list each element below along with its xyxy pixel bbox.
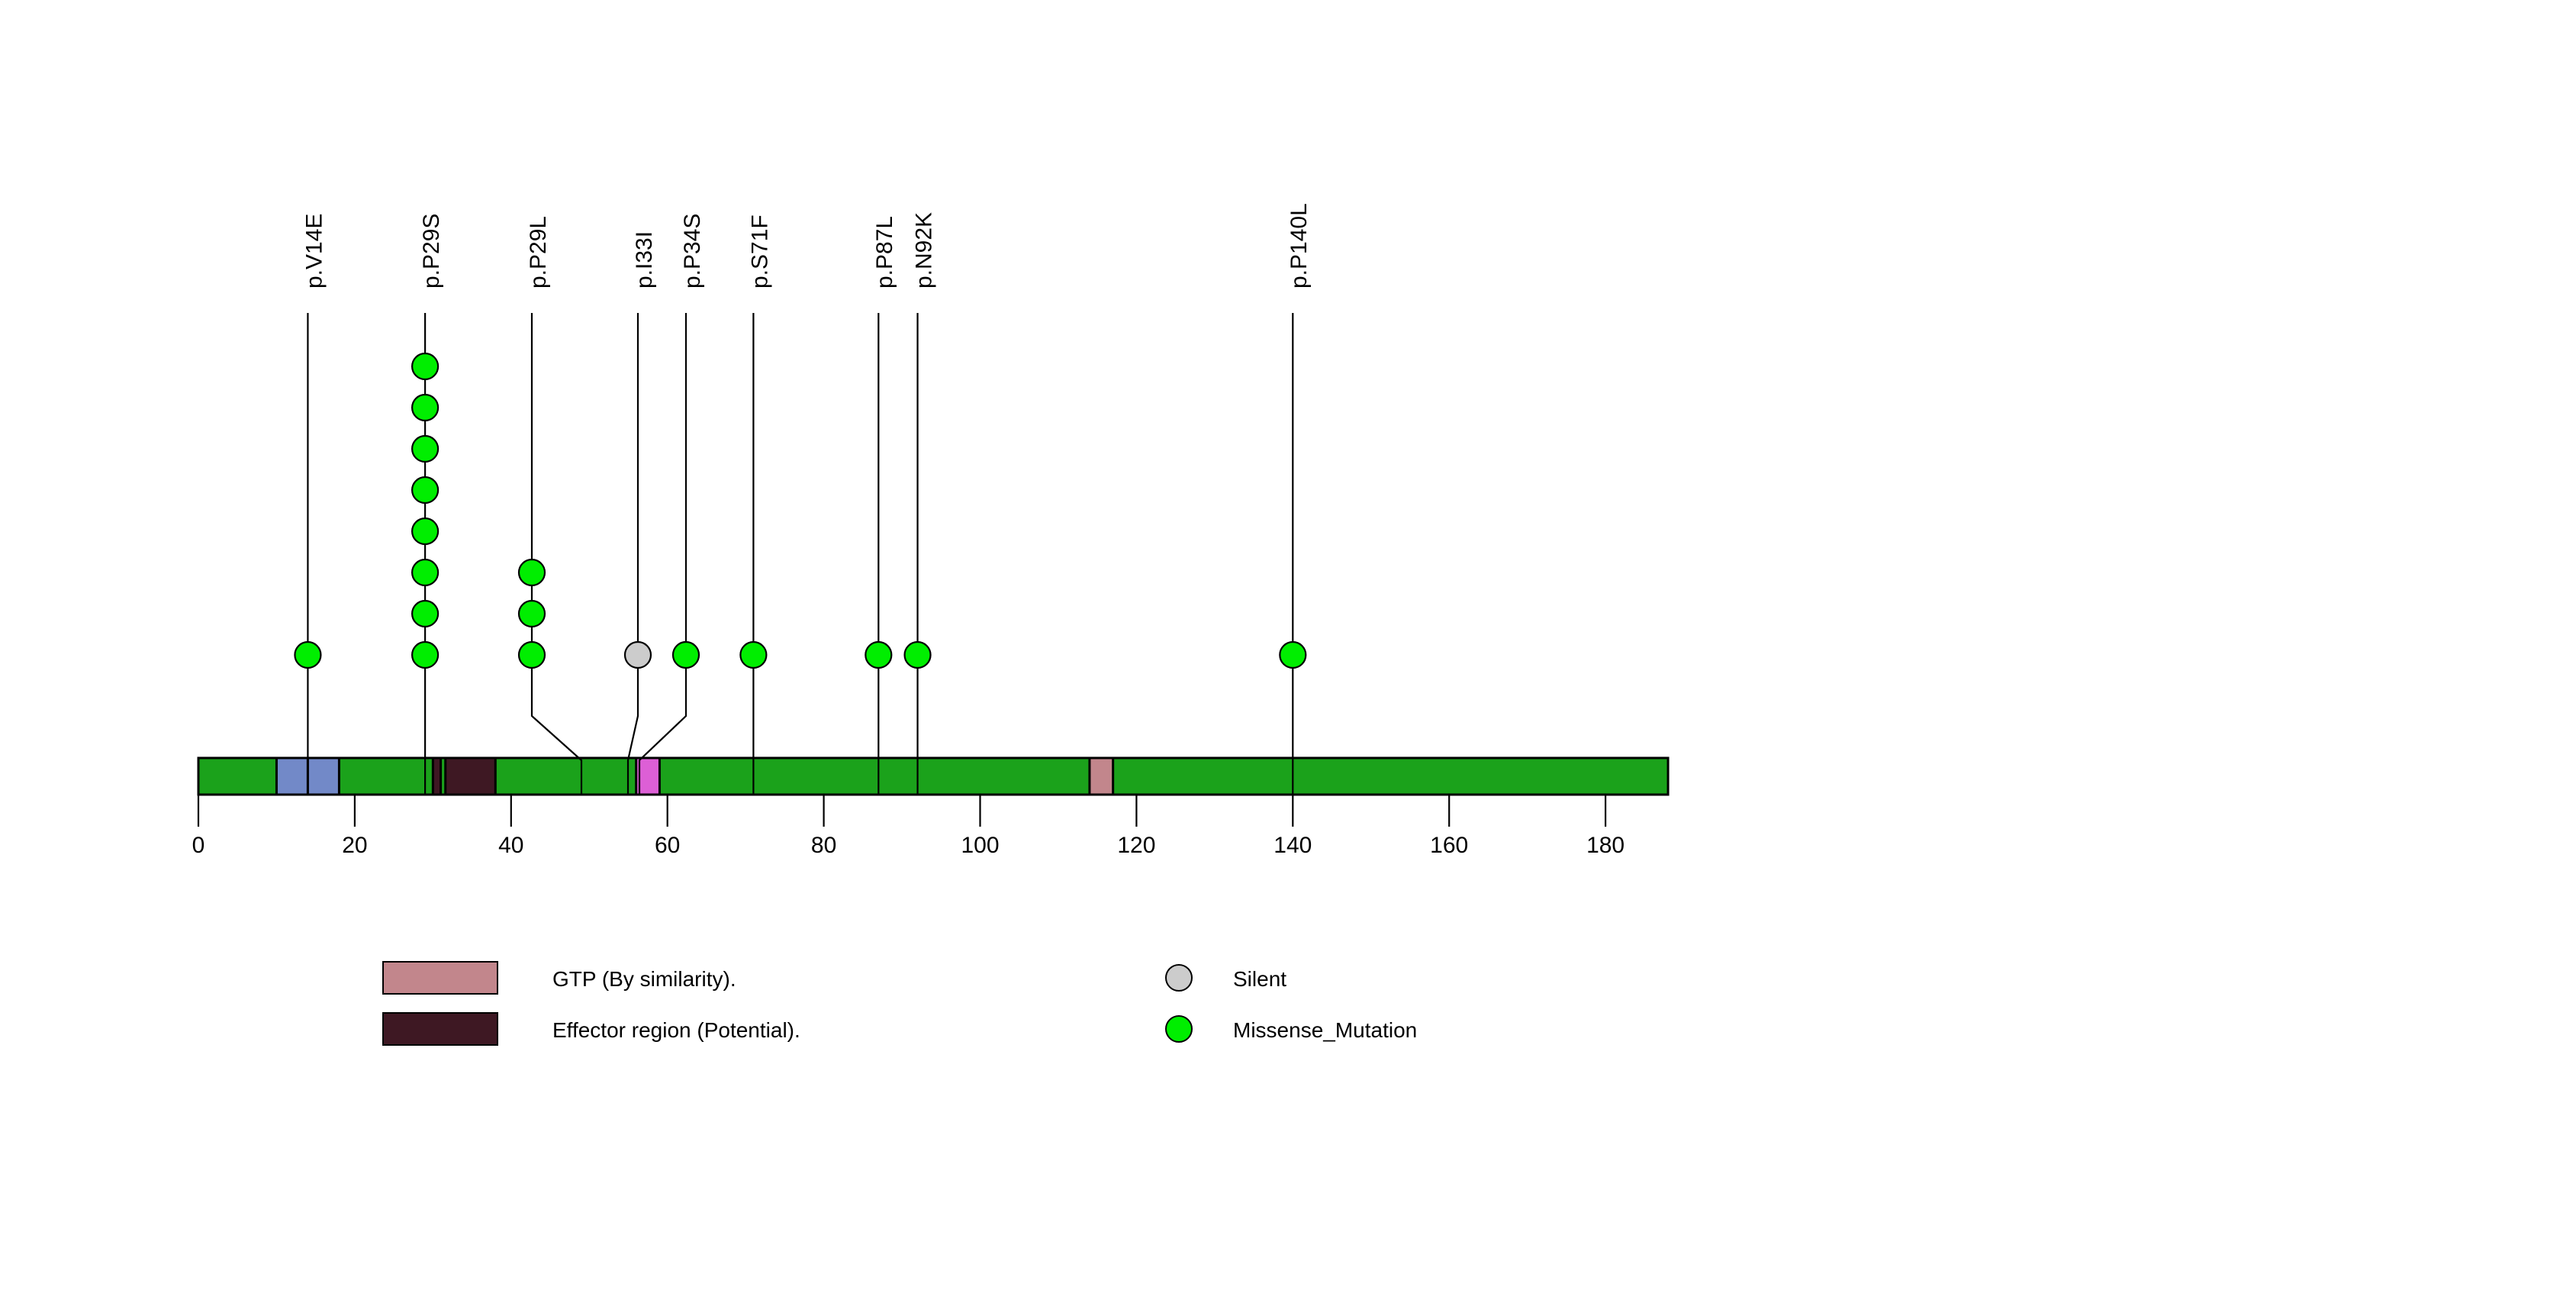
lollipop-labels: p.V14E p.P29L p.P29S p.I33I p.P34S p.S71F p.P8… xyxy=(301,203,1312,289)
mutation-node[interactable] xyxy=(411,517,440,546)
domain-region xyxy=(431,756,443,796)
mutation-node[interactable] xyxy=(411,476,440,505)
mutation-node[interactable] xyxy=(903,640,932,669)
mutation-label: p.N92K xyxy=(911,212,936,289)
mutation-node[interactable] xyxy=(739,640,768,669)
lollipop-nodes xyxy=(294,352,1307,669)
legend-label: Silent xyxy=(1233,967,1286,991)
domain-region xyxy=(1088,756,1115,796)
domain-region xyxy=(275,756,309,796)
mutation-label: p.P87L xyxy=(872,216,897,289)
mutation-label: p.P34S xyxy=(680,214,705,289)
mutation-node[interactable] xyxy=(411,599,440,628)
mutation-node[interactable] xyxy=(411,352,440,381)
axis-tick-label: 140 xyxy=(1274,833,1312,858)
lollipop-stems xyxy=(307,313,1294,795)
axis-tick-label: 60 xyxy=(655,833,680,858)
mutation-label: p.P29S xyxy=(419,214,444,289)
x-axis: 0 20 40 60 80 100 120 140 160 180 xyxy=(192,795,1624,858)
legend-label: Missense_Mutation xyxy=(1233,1018,1417,1042)
legend-dot xyxy=(1165,964,1193,992)
legend-dot xyxy=(1165,1015,1193,1043)
legend-label: Effector region (Potential). xyxy=(552,1018,800,1042)
mutation-node[interactable] xyxy=(1279,640,1307,669)
mutation-label: p.S71F xyxy=(747,214,772,289)
mutation-label: p.V14E xyxy=(301,214,327,289)
mutation-node[interactable] xyxy=(411,434,440,463)
mutation-node[interactable] xyxy=(294,640,322,669)
axis-tick-label: 40 xyxy=(498,833,523,858)
axis-tick-label: 100 xyxy=(961,833,999,858)
protein-domain-track xyxy=(197,756,1670,796)
axis-tick-label: 120 xyxy=(1117,833,1155,858)
mutation-node[interactable] xyxy=(865,640,893,669)
mutation-node[interactable] xyxy=(671,640,700,669)
mutation-node[interactable] xyxy=(411,393,440,422)
legend-swatch xyxy=(382,961,498,995)
mutation-node[interactable] xyxy=(623,640,652,669)
mutation-node[interactable] xyxy=(517,558,546,587)
axis-tick-label: 0 xyxy=(192,833,205,858)
legend-swatch xyxy=(382,1012,498,1046)
lollipop-stem xyxy=(638,313,687,795)
lollipop-stem xyxy=(530,313,583,795)
mutation-node[interactable] xyxy=(517,599,546,628)
mutation-node[interactable] xyxy=(411,558,440,587)
axis-tick-label: 180 xyxy=(1586,833,1624,858)
lollipop-stem xyxy=(626,313,639,795)
legend-label: GTP (By similarity). xyxy=(552,967,736,991)
protein-backbone xyxy=(197,756,1670,796)
axis-tick-label: 160 xyxy=(1430,833,1468,858)
axis-tick-label: 20 xyxy=(342,833,367,858)
mutation-label: p.P140L xyxy=(1286,203,1312,289)
domain-region xyxy=(444,756,497,796)
mutation-label: p.I33I xyxy=(632,231,657,289)
axis-tick-label: 80 xyxy=(811,833,836,858)
mutation-node[interactable] xyxy=(411,640,440,669)
legend: GTP (By similarity). Effector region (Pot… xyxy=(382,961,1417,1046)
domain-region xyxy=(306,756,340,796)
mutation-label: p.P29L xyxy=(526,216,551,289)
mutation-node[interactable] xyxy=(517,640,546,669)
